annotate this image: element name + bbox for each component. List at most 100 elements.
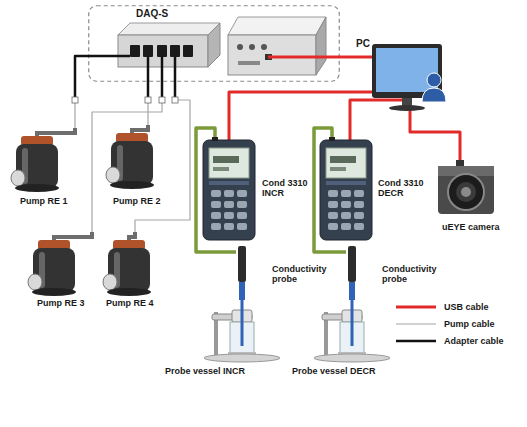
node-label: Conductivity probe bbox=[272, 264, 334, 285]
legend-line-sample bbox=[396, 319, 436, 329]
vessel-figure bbox=[204, 308, 280, 362]
meter-key bbox=[328, 190, 338, 197]
meter-key bbox=[211, 212, 221, 219]
conductivity-probe: Conductivity probe bbox=[346, 246, 447, 300]
pump-inlet bbox=[11, 170, 25, 186]
node-label: Pump RE 1 bbox=[20, 196, 68, 206]
pump-inlet bbox=[103, 274, 117, 290]
device-top bbox=[228, 17, 326, 35]
probe-vessel: Probe vessel DECR bbox=[290, 308, 394, 380]
camera-lens bbox=[456, 182, 476, 202]
meter-strip bbox=[326, 181, 366, 185]
device-front bbox=[228, 35, 316, 75]
adapter-cable-stub bbox=[161, 57, 164, 82]
device-slot bbox=[238, 61, 260, 65]
meter-key bbox=[237, 190, 247, 197]
meter-key bbox=[237, 223, 247, 230]
cable-connector bbox=[340, 57, 352, 58]
monitor-screen bbox=[376, 48, 438, 92]
power-socket bbox=[130, 45, 140, 57]
probe-shaft bbox=[241, 300, 244, 308]
meter-key bbox=[224, 190, 234, 197]
probe-handle bbox=[348, 246, 356, 282]
pump-inlet bbox=[106, 167, 120, 183]
power-socket bbox=[170, 45, 180, 57]
usb-cable bbox=[340, 56, 352, 59]
legend-text: Adapter cable bbox=[444, 336, 504, 346]
probe-tip bbox=[239, 282, 245, 300]
meter-key bbox=[328, 212, 338, 219]
meter-key bbox=[237, 201, 247, 208]
pump-base bbox=[32, 288, 76, 296]
usb-cable-stub bbox=[352, 56, 374, 59]
meter-key bbox=[237, 212, 247, 219]
cable-junction bbox=[172, 97, 178, 103]
pump-unit: Pump RE 3 bbox=[25, 232, 95, 312]
device-side bbox=[316, 17, 326, 75]
meter-key bbox=[211, 201, 221, 208]
meter-key bbox=[354, 190, 364, 197]
legend-row: Adapter cable bbox=[396, 332, 504, 349]
camera-port bbox=[456, 160, 464, 167]
device-knob bbox=[237, 44, 243, 50]
node-figure bbox=[88, 5, 340, 82]
camera-lens bbox=[448, 174, 484, 210]
legend-line bbox=[396, 305, 436, 308]
probe-in-vessel bbox=[351, 308, 354, 346]
node-label: Pump RE 2 bbox=[113, 196, 161, 206]
adapter-cable-stub bbox=[147, 57, 150, 82]
node-label: Pump RE 4 bbox=[106, 298, 154, 308]
node-label: Pump RE 3 bbox=[37, 298, 85, 308]
legend-line-sample bbox=[396, 302, 436, 312]
device-top bbox=[118, 23, 220, 35]
conductivity-probe: Conductivity probe bbox=[236, 246, 337, 300]
pump-unit: Pump RE 2 bbox=[103, 125, 175, 210]
monitor-base bbox=[389, 105, 425, 111]
camera-unit: uEYE camera bbox=[430, 160, 514, 234]
meter-key bbox=[354, 201, 364, 208]
device-side bbox=[208, 23, 220, 67]
camera-body bbox=[438, 166, 494, 214]
meter-display bbox=[209, 148, 249, 178]
node-label: Cond 3310 INCR bbox=[262, 178, 312, 199]
cable-socket bbox=[212, 137, 218, 141]
meter-key bbox=[354, 223, 364, 230]
meter-key bbox=[341, 201, 351, 208]
legend-text: USB cable bbox=[444, 302, 489, 312]
node-label: Cond 3310 DECR bbox=[378, 178, 428, 199]
usb-cable-stub bbox=[268, 56, 340, 59]
meter-key bbox=[224, 201, 234, 208]
usb-cable-stub bbox=[352, 91, 374, 94]
node-label: DAQ-S bbox=[136, 8, 168, 20]
pump-base bbox=[110, 181, 154, 189]
node-label: PC bbox=[356, 38, 370, 50]
pump-inlet bbox=[28, 274, 42, 290]
camera-lens bbox=[461, 187, 471, 197]
adapter-cable-stub bbox=[174, 57, 177, 82]
display-unit bbox=[330, 167, 346, 171]
cable-connector bbox=[350, 100, 352, 140]
meter-key bbox=[341, 223, 351, 230]
user-head bbox=[427, 73, 441, 87]
meter-key bbox=[341, 212, 351, 219]
pc-workstation: PC bbox=[352, 36, 450, 112]
meter-body bbox=[320, 140, 372, 240]
legend-row: USB cable bbox=[396, 298, 504, 315]
power-socket bbox=[183, 45, 193, 57]
meter-key bbox=[341, 190, 351, 197]
legend-row: Pump cable bbox=[396, 315, 504, 332]
probe-vessel: Probe vessel INCR bbox=[165, 308, 287, 380]
meter-display bbox=[326, 148, 366, 178]
node-label: Probe vessel DECR bbox=[292, 366, 376, 376]
legend-line bbox=[396, 323, 436, 324]
stand-base bbox=[314, 354, 390, 362]
power-socket bbox=[143, 45, 153, 57]
usb-cable bbox=[350, 100, 352, 140]
adapter-cable bbox=[75, 56, 88, 100]
meter-key bbox=[354, 212, 364, 219]
node-label: Probe vessel INCR bbox=[165, 366, 245, 376]
pump-cable bbox=[74, 100, 75, 128]
legend-text: Pump cable bbox=[444, 319, 495, 329]
probe-handle bbox=[238, 246, 246, 282]
meter-key bbox=[224, 223, 234, 230]
